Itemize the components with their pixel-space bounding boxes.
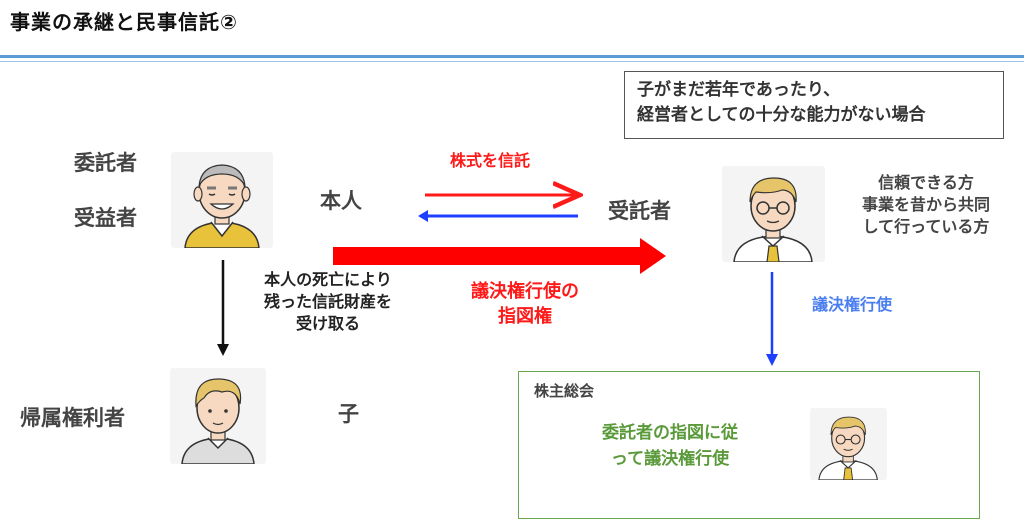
voting-instruction-arrowhead [640, 238, 666, 274]
header-divider [0, 55, 1024, 58]
header-divider-thin [0, 61, 1024, 62]
death-line3: 受け取る [295, 314, 360, 333]
trustee-desc-line3: して行っている方 [862, 217, 990, 236]
voting-instruction-line2: 指図権 [498, 306, 552, 327]
death-line2: 残った信託財産を [263, 292, 392, 311]
young-man-icon [170, 368, 266, 465]
shareholder-meeting-text: 委託者の指図に従 って議決権行使 [570, 420, 770, 472]
label-child: 子 [338, 402, 359, 426]
condition-note-box: 子がまだ若年であったり、 経営者としての十分な能力がない場合 [624, 71, 1004, 139]
page-title: 事業の承継と民事信託② [10, 10, 238, 34]
trust-shares-label: 株式を信託 [450, 151, 531, 170]
elderly-man-icon [171, 152, 273, 249]
shareholder-meeting-title: 株主総会 [534, 382, 595, 400]
death-transfer-arrowhead [217, 344, 229, 356]
label-principal: 本人 [320, 189, 362, 213]
label-settlor: 委託者 [74, 151, 137, 175]
death-transfer-label: 本人の死亡により 残った信託財産を 受け取る [228, 269, 428, 335]
voting-instruction-arrow-body [333, 247, 643, 265]
condition-note-line2: 経営者としての十分な能力がない場合 [637, 105, 926, 125]
voting-instruction-label: 議決権行使の 指図権 [455, 279, 595, 329]
voting-exercise-label: 議決権行使 [812, 295, 893, 314]
voting-instruction-line1: 議決権行使の [471, 281, 579, 302]
trustee-description: 信頼できる方 事業を昔から共同 して行っている方 [836, 172, 1016, 238]
shareholder-meeting-box [518, 371, 980, 519]
return-arrowhead [418, 210, 428, 222]
label-beneficiary: 受益者 [74, 206, 137, 230]
businessman-icon [810, 408, 887, 481]
label-remainder: 帰属権利者 [20, 406, 125, 430]
death-line1: 本人の死亡により [264, 270, 392, 289]
trustee-desc-line2: 事業を昔から共同 [861, 195, 990, 214]
voting-exercise-arrowhead [766, 354, 778, 366]
meeting-line2: って議決権行使 [610, 449, 730, 469]
businessman-icon [722, 166, 825, 263]
meeting-line1: 委託者の指図に従 [602, 423, 738, 443]
trustee-desc-line1: 信頼できる方 [878, 173, 974, 192]
condition-note-line1: 子がまだ若年であったり、 [637, 80, 841, 100]
label-trustee: 受託者 [608, 199, 671, 223]
